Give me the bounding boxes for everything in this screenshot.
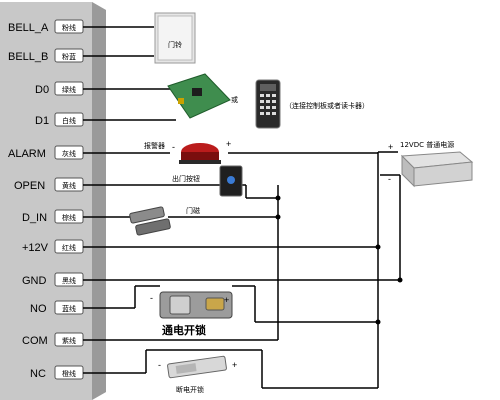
alarm-minus: - [172, 142, 175, 152]
terminal-label: GND [22, 275, 47, 287]
terminal-rows: BELL_A 粉线 BELL_B 粉蓝 D0 绿线 D1 白线 ALARM 灰线 [8, 19, 400, 380]
door-sensor-part-a [129, 206, 165, 224]
alarm-plus: + [226, 139, 231, 149]
power-supply: 12VDC 普通电源 + - [388, 140, 474, 188]
keypad-keys [260, 94, 276, 115]
terminal-label: D_IN [22, 212, 47, 224]
wire-tag-label: 棕线 [62, 213, 76, 222]
wire-tag-label: 绿线 [62, 85, 76, 94]
terminal-label: D1 [35, 115, 49, 127]
keypad-display [260, 84, 276, 91]
junctions [275, 195, 403, 325]
wire-tag-label: 红线 [62, 243, 76, 252]
siren-base [179, 160, 221, 164]
terminal-nc: NC 橙线 [30, 365, 146, 380]
wire-tag-label: 紫线 [62, 336, 76, 345]
exit-button-icon [227, 176, 235, 184]
alarm-label: 报警器 [144, 141, 165, 150]
lock-nc-minus: - [158, 360, 161, 370]
psu-label: 12VDC 普通电源 [400, 140, 454, 149]
lock-no-label: 通电开锁 [162, 323, 206, 337]
keypad-body [255, 79, 281, 129]
terminal-bell-a: BELL_A 粉线 [8, 19, 154, 34]
terminal-d-in: D_IN 棕线 [22, 209, 130, 224]
or-label: 或 [231, 95, 238, 104]
pcb-chip [192, 88, 202, 96]
lock-nc-bolt [175, 363, 197, 374]
doorbell-label: 门铃 [168, 40, 182, 49]
wire-tag-label: 黄线 [62, 181, 76, 190]
terminal-label: +12V [22, 242, 49, 254]
siren-band [181, 152, 219, 161]
terminal-d0: D0 绿线 [35, 81, 170, 96]
doorbell-face [157, 15, 193, 61]
psu-minus: - [388, 174, 391, 184]
lock-no: - + 通电开锁 [150, 291, 233, 337]
terminal-d1: D1 白线 [35, 112, 176, 127]
wire-tag-label: 白线 [62, 116, 76, 125]
lock-no-latch [205, 297, 225, 311]
terminal-label: COM [22, 335, 48, 347]
terminal-bell-b: BELL_B 粉蓝 [8, 48, 154, 63]
wire-tag-label: 蓝线 [62, 304, 76, 313]
controller-panel-side [92, 2, 106, 400]
keypad-reader [255, 79, 281, 129]
terminal-label: D0 [35, 84, 49, 96]
junction [275, 214, 281, 220]
terminal-label: BELL_A [8, 22, 49, 34]
wire-tag-label: 灰线 [62, 149, 76, 158]
junction [375, 244, 381, 250]
lock-nc: - + 断电开锁 [158, 355, 237, 394]
terminal-label: ALARM [8, 148, 46, 160]
terminal-open: OPEN 黄线 [14, 177, 246, 192]
terminal-com: COM 紫线 [22, 332, 278, 347]
terminal-label: NO [30, 303, 47, 315]
lock-no-plus: + [224, 295, 229, 305]
lock-nc-label: 断电开锁 [176, 385, 204, 394]
door-sensor: 门磁 [129, 206, 200, 236]
lock-no-cylinder [169, 295, 191, 315]
control-board [167, 73, 231, 119]
alarm-siren: 报警器 - + [144, 139, 231, 164]
lock-no-minus: - [150, 293, 153, 303]
pcb-component [178, 98, 184, 104]
terminal-alarm: ALARM 灰线 [8, 145, 170, 160]
terminal-no: NO 蓝线 [30, 300, 135, 315]
psu-plus: + [388, 142, 393, 152]
wire-tag-label: 黑线 [62, 276, 76, 285]
junction [275, 195, 281, 201]
wire-tag-label: 粉线 [62, 23, 76, 32]
lock-nc-plus: + [232, 360, 237, 370]
door-sensor-part-b [135, 218, 171, 236]
psu-front [413, 161, 473, 187]
wire-tag-label: 橙线 [62, 369, 76, 378]
junction [397, 277, 403, 283]
junction [375, 319, 381, 325]
terminal-label: BELL_B [8, 51, 48, 63]
terminal-label: OPEN [14, 180, 45, 192]
terminal-label: NC [30, 368, 46, 380]
terminal-plus-12v: +12V 红线 [22, 239, 378, 254]
door-sensor-label: 门磁 [186, 206, 200, 215]
exit-button: 出门按钮 [172, 165, 243, 197]
terminal-gnd: GND 黑线 [22, 272, 400, 287]
wire-tag-label: 粉蓝 [62, 52, 76, 61]
reader-note: （连接控制板或者读卡器） [285, 101, 369, 110]
exit-button-label: 出门按钮 [172, 174, 200, 183]
doorbell: 门铃 [154, 12, 196, 64]
bus-wires [134, 151, 401, 389]
